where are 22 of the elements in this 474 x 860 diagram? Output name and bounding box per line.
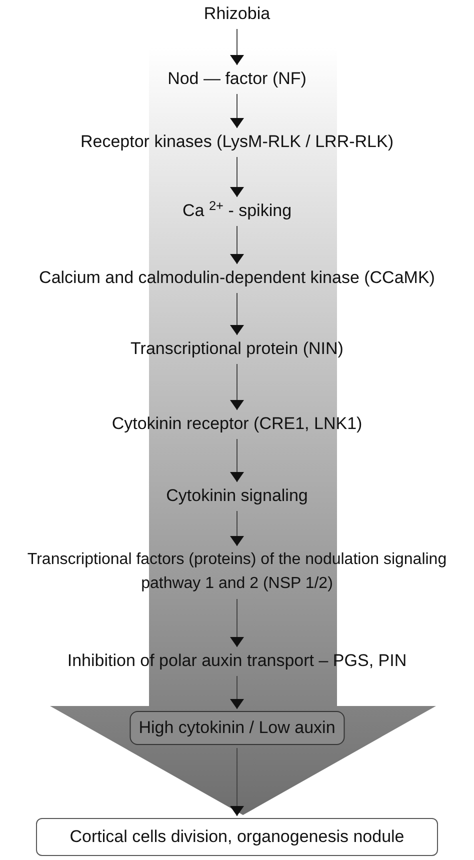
step-label: Receptor kinases (LysM-RLK / LRR-RLK) (80, 130, 394, 154)
step-label: Ca $^{2+}$ - spiking (182, 199, 292, 223)
arrow (230, 510, 244, 546)
arrow (230, 156, 244, 198)
step-label: Transcriptional protein (NIN) (130, 337, 344, 361)
step-label: Nod — factor (NF) (168, 67, 306, 91)
step-label: Cytokinin receptor (CRE1, LNK1) (112, 412, 362, 436)
arrow (230, 28, 244, 66)
step-label: Calcium and calmodulin-dependent kinase (CCaMK) (39, 266, 435, 290)
step-label: Inhibition of polar auxin transport – PGS, PIN (67, 649, 407, 673)
arrow (230, 292, 244, 336)
process-box: Cortical cells division, organogenesis nodule (36, 818, 438, 856)
arrow (230, 438, 244, 482)
step-label: Rhizobia (204, 2, 270, 26)
arrow (230, 598, 244, 648)
arrow (230, 94, 244, 128)
arrow (230, 676, 244, 710)
arrow (230, 364, 244, 410)
process-box: High cytokinin / Low auxin (130, 711, 344, 745)
step-label: Cytokinin signaling (166, 484, 308, 508)
arrow (230, 748, 244, 816)
arrow (230, 226, 244, 264)
